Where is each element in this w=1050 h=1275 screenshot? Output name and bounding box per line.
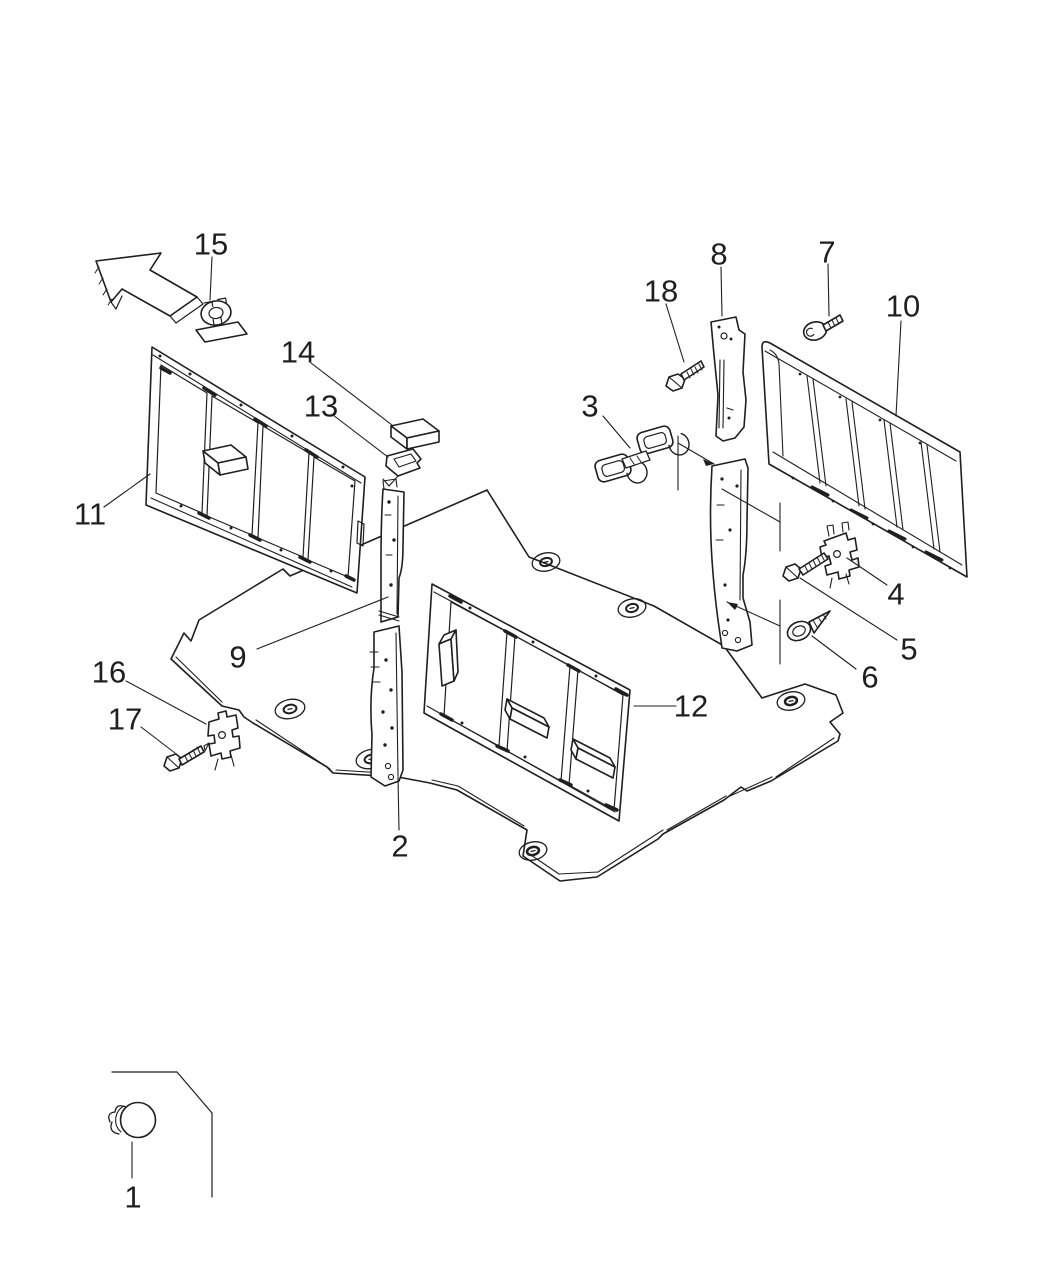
callout-label-10: 10 bbox=[885, 288, 921, 324]
clip-15 bbox=[195, 297, 248, 343]
callout-label-5: 5 bbox=[900, 631, 918, 667]
bracket-8 bbox=[710, 316, 747, 442]
locator-lines bbox=[677, 435, 781, 665]
trim-panel-12 bbox=[423, 583, 631, 822]
trim-panel-10 bbox=[761, 340, 968, 578]
direction-arrow-icon bbox=[94, 252, 204, 324]
bolt-18 bbox=[665, 360, 705, 392]
callout-label-2: 2 bbox=[391, 828, 409, 864]
callout-label-14: 14 bbox=[280, 334, 316, 370]
callout-label-13: 13 bbox=[303, 388, 339, 424]
callout-label-18: 18 bbox=[643, 273, 679, 309]
bracket-13 bbox=[382, 448, 422, 487]
spacer-block-14 bbox=[390, 418, 440, 450]
floor-corner-reference bbox=[111, 1071, 213, 1198]
panel-11-handle bbox=[202, 444, 249, 476]
callout-label-16: 16 bbox=[91, 654, 127, 690]
panel-12-handle bbox=[504, 698, 616, 779]
pillar-bracket-9 bbox=[378, 478, 405, 623]
strap-clip-3 bbox=[594, 425, 690, 484]
trim-panel-11 bbox=[145, 346, 366, 594]
callout-label-6: 6 bbox=[861, 659, 879, 695]
panel-12-end-block bbox=[438, 629, 459, 687]
callout-leader-lines bbox=[103, 256, 902, 1179]
screw-17 bbox=[163, 742, 210, 772]
callout-label-17: 17 bbox=[107, 701, 143, 737]
callout-label-15: 15 bbox=[193, 226, 229, 262]
callout-label-9: 9 bbox=[229, 639, 247, 675]
callout-label-12: 12 bbox=[673, 688, 709, 724]
pillar-bracket-2 bbox=[369, 625, 404, 787]
clip-16 bbox=[207, 710, 241, 771]
mounting-pillar-right bbox=[709, 458, 753, 652]
callout-label-3: 3 bbox=[581, 388, 599, 424]
bolt-5 bbox=[782, 552, 829, 582]
screw-7 bbox=[802, 314, 844, 341]
push-pin-6 bbox=[786, 610, 831, 642]
callout-label-8: 8 bbox=[710, 236, 728, 272]
callout-label-4: 4 bbox=[887, 576, 905, 612]
callout-label-1: 1 bbox=[124, 1179, 142, 1215]
callout-label-11: 11 bbox=[73, 496, 107, 532]
callout-label-7: 7 bbox=[818, 234, 836, 270]
grommet-1 bbox=[108, 1101, 157, 1139]
